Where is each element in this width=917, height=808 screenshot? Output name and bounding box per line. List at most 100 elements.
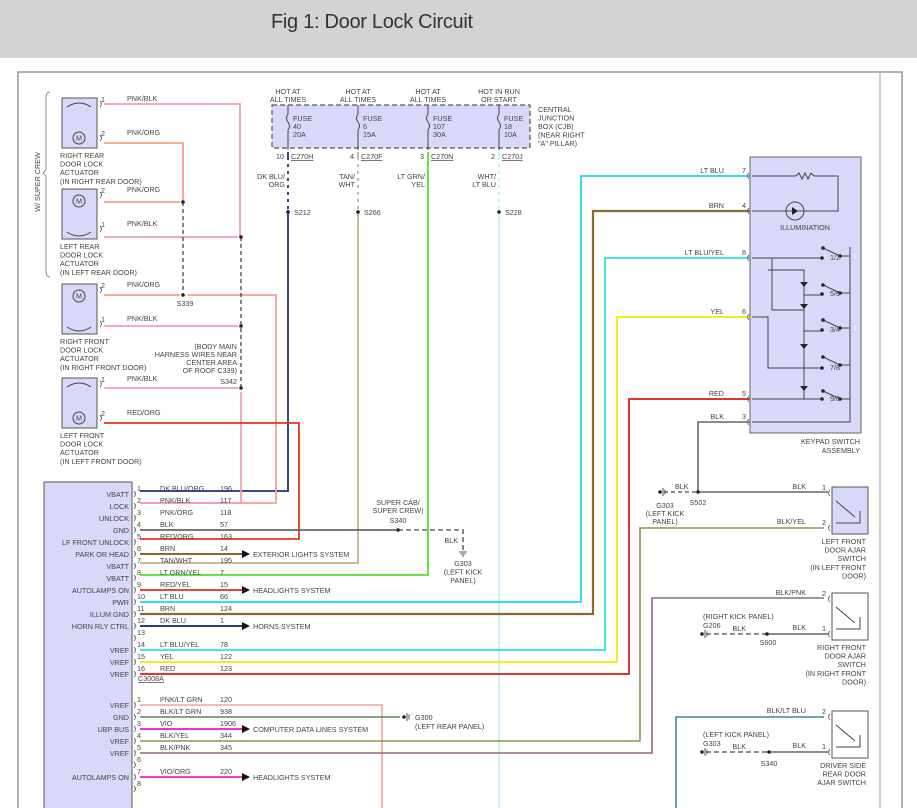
brace-icon (42, 91, 51, 278)
splice-label: S340 (390, 516, 407, 525)
circuit-number: 163 (220, 532, 232, 541)
switch-contact (838, 326, 842, 330)
splice-label: S212 (294, 208, 311, 217)
arrow-icon (242, 622, 250, 630)
module-pin-number: 6 (137, 544, 141, 553)
splice-s342 (239, 386, 243, 390)
keypad-button-label: 3/4 (830, 325, 840, 334)
fuse-number: 107 (433, 122, 445, 131)
ajar-switch-name: (IN LEFT FRONT (810, 563, 866, 572)
pin-hook-icon (133, 562, 136, 570)
pin-hook-icon (133, 670, 136, 678)
fuse-amperage: 30A (433, 130, 446, 139)
pin-hook-icon (133, 725, 136, 733)
fuse-amperage: 20A (293, 130, 306, 139)
wire-red-org (104, 422, 300, 540)
module-pin-function: VBATT (106, 574, 129, 583)
ground-label: G303 (454, 559, 472, 568)
wire-color-label: LT BLU/YEL (160, 640, 199, 649)
wire-lt-blu-yel (140, 257, 750, 651)
wire-color-label: WHT (339, 180, 356, 189)
pin-hook-icon (99, 225, 102, 233)
module-pin-function: ILLUM GND (90, 610, 129, 619)
module-pin-function: PARK OR HEAD (75, 550, 129, 559)
fuse-name: FUSE (363, 114, 382, 123)
keypad-button-label: 9/0 (830, 394, 840, 403)
cjb-label: JUNCTION (538, 114, 574, 123)
central-junction-box (271, 104, 531, 149)
module-pin-function: PWR (112, 598, 129, 607)
cjb-label: CENTRAL (538, 105, 572, 114)
ajar-switch-contact-icon (835, 606, 861, 630)
ajar-switch-name: LEFT FRONT (822, 537, 867, 546)
actuator-name: LEFT REAR (60, 242, 99, 251)
fuse-name: FUSE (504, 114, 523, 123)
wire-color-label: BLK (675, 482, 689, 491)
wire-pnk-org (104, 142, 184, 202)
actuator-name: ACTUATOR (60, 354, 99, 363)
module-pin-number: 13 (137, 628, 145, 637)
keypad-pin: 8 (742, 248, 746, 257)
connector-id: C270N (431, 152, 453, 161)
actuator-name: DOOR LOCK (60, 346, 103, 355)
ground-label: (LEFT REAR PANEL) (415, 722, 484, 731)
wire-color-label: BLK (792, 741, 806, 750)
actuator-pin: 2 (101, 129, 105, 138)
wire-color-label: TAN/ (339, 172, 355, 181)
module-pin-number: 7 (137, 556, 141, 565)
pin-hook-icon (133, 785, 136, 793)
illumination-led-icon (792, 207, 798, 215)
module-pin-function: VREF (110, 670, 130, 679)
wire-color-label: LT BLU (700, 166, 724, 175)
fuse-hot-label: OR START (481, 95, 517, 104)
switch-contact (820, 397, 824, 401)
wire-color-label: PNK/ORG (160, 508, 194, 517)
switch-contact (821, 283, 825, 287)
actuator-pin: 2 (101, 281, 105, 290)
door-lock-actuator (61, 283, 98, 335)
wire-color-label: LT GRN/YEL (160, 568, 201, 577)
pin-hook-icon (747, 395, 750, 403)
module-pin-function: UNLOCK (99, 514, 129, 523)
illumination-label: ILLUMINATION (780, 223, 830, 232)
module-pin-function: VREF (110, 658, 130, 667)
wire-pnk-blk (140, 392, 242, 504)
wire-color-label: BLK/YEL (777, 517, 806, 526)
motor-icon (72, 131, 86, 145)
motor-icon: M (76, 414, 82, 423)
ajar-switch-name: SWITCH (838, 554, 866, 563)
ground-note: SUPER CREW) (372, 506, 423, 515)
door-lock-actuator (61, 188, 98, 240)
system-destination: COMPUTER DATA LINES SYSTEM (253, 725, 368, 734)
circuit-number: 344 (220, 731, 232, 740)
pin-hook-icon (747, 254, 750, 262)
module-pin-function: GND (113, 526, 129, 535)
splice-label: S340 (761, 759, 778, 768)
actuator-link-icon (66, 326, 92, 332)
diagram-border (17, 71, 903, 808)
module-pin-function: VREF (110, 737, 130, 746)
splice-s266 (356, 210, 360, 214)
switch-pin: 2 (822, 518, 826, 527)
wire-blk-pnk (140, 597, 824, 754)
pin-hook-icon (133, 490, 136, 498)
system-destination: HORNS SYSTEM (253, 622, 311, 631)
module-pin-function: AUTOLAMPS ON (72, 773, 129, 782)
keypad-name: KEYPAD SWITCH (801, 437, 860, 446)
module-pin-number: 14 (137, 640, 145, 649)
actuator-name: RIGHT FRONT (60, 337, 110, 346)
wire-color-label: BLK (160, 520, 174, 529)
ground-location: (RIGHT KICK PANEL) (703, 612, 774, 621)
circuit-number: 938 (220, 707, 232, 716)
pin-hook-icon (828, 595, 831, 603)
keypad-pin: 5 (742, 389, 746, 398)
wire-color-label: LT BLU/YEL (685, 248, 724, 257)
splice-label: S600 (760, 638, 777, 647)
pin-hook-icon (99, 414, 102, 422)
wire-color-label: BLK (732, 742, 746, 751)
pin-hook-icon (99, 380, 102, 388)
switch-contact (821, 246, 825, 250)
ajar-switch-name: AJAR SWITCH (817, 778, 866, 787)
